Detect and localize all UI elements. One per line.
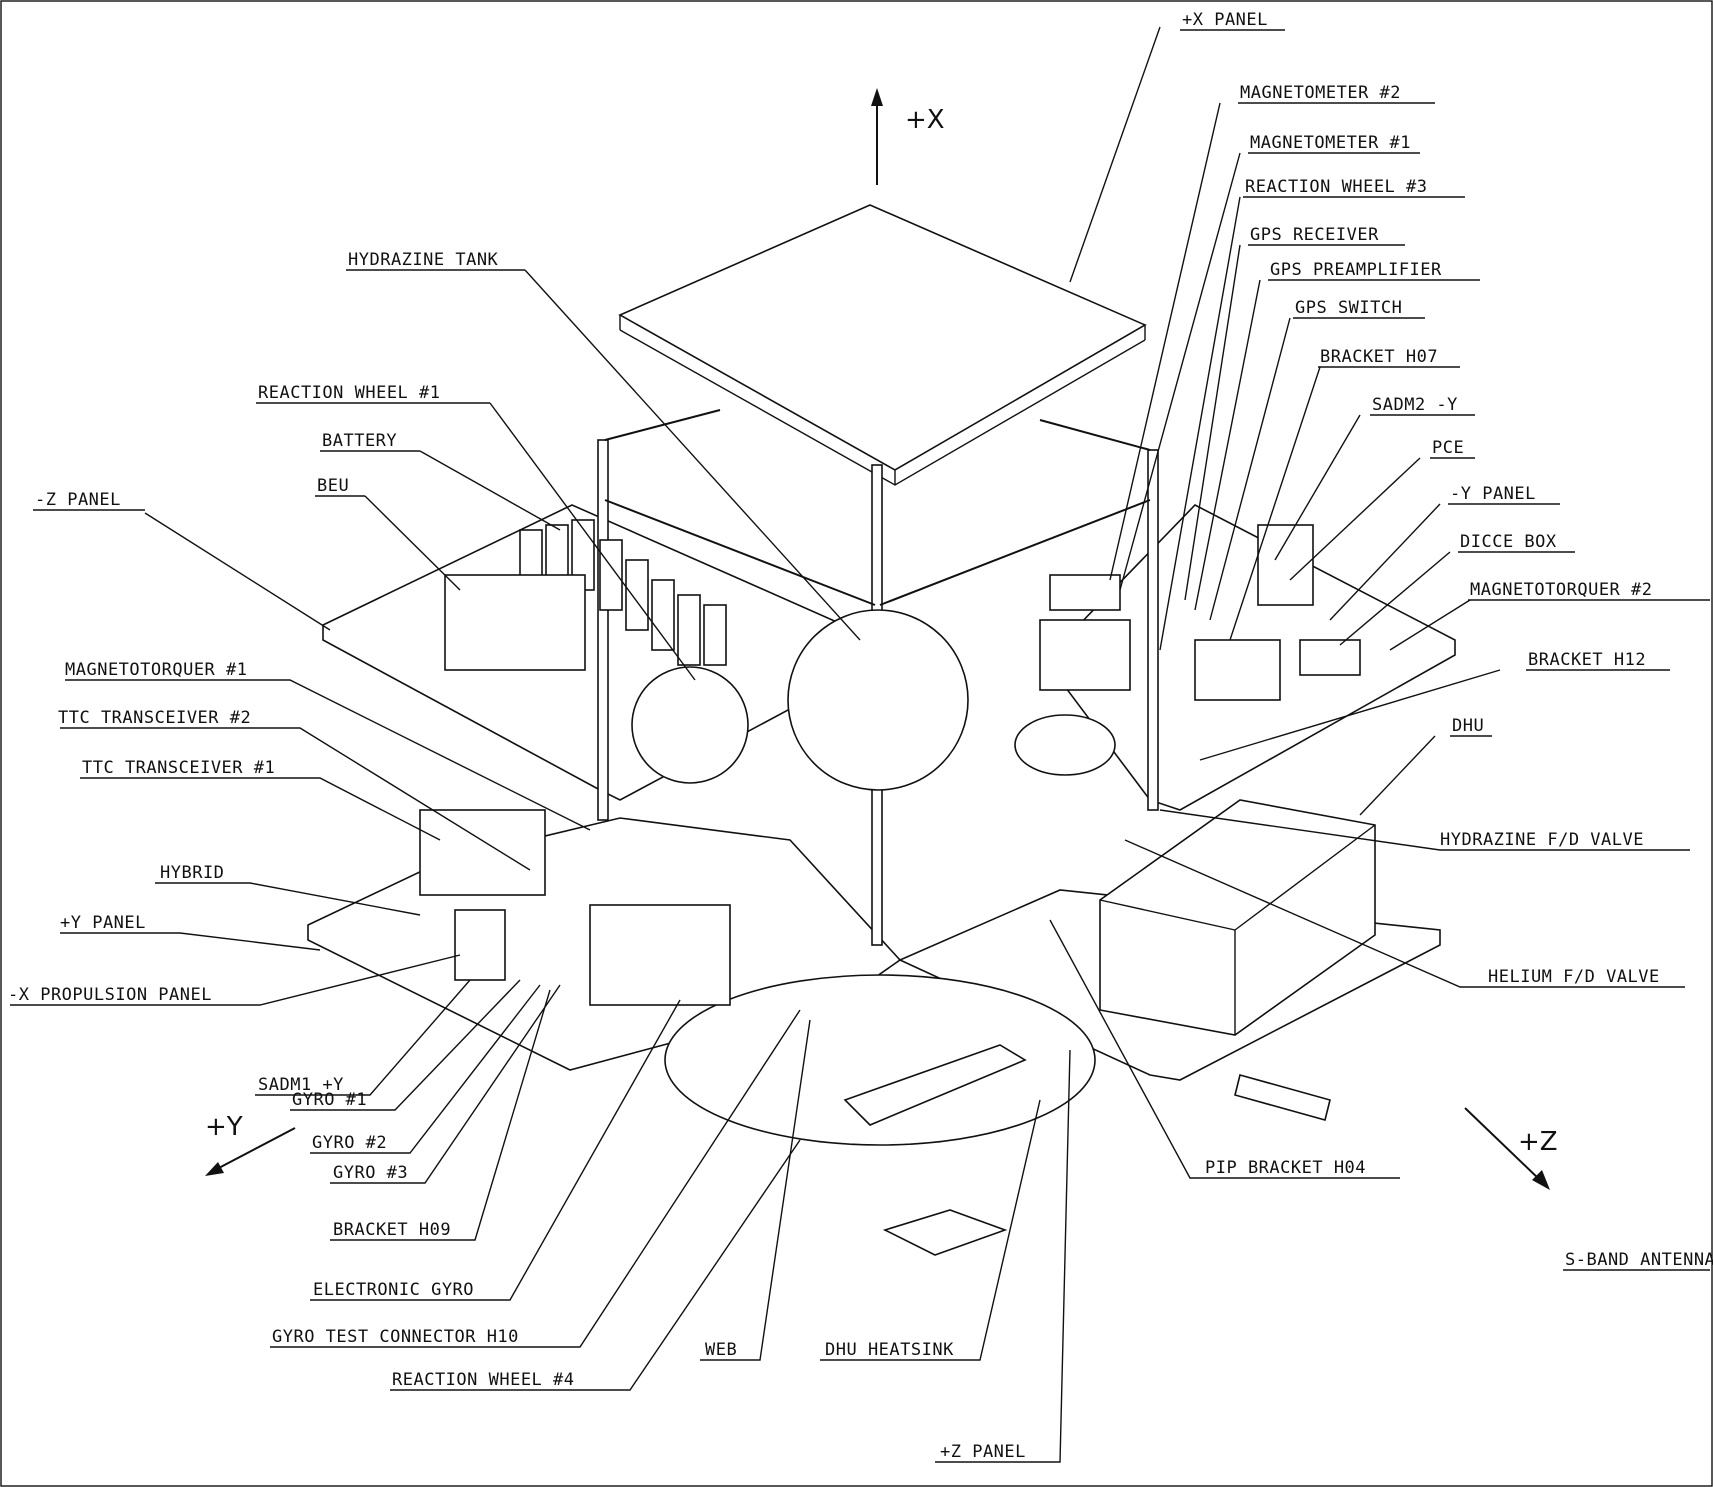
label-plus-y-panel: +Y PANEL <box>60 913 146 933</box>
label-reaction-wheel-4: REACTION WHEEL #4 <box>392 1370 575 1390</box>
reaction-wheel-3-box <box>1194 639 1281 701</box>
label-gyro-test-connector: GYRO TEST CONNECTOR H10 <box>272 1327 519 1347</box>
label-reaction-wheel-1: REACTION WHEEL #1 <box>258 383 441 403</box>
label-plus-x-panel: +X PANEL <box>1182 10 1268 30</box>
label-hydrazine-fd-valve: HYDRAZINE F/D VALVE <box>1440 830 1644 850</box>
axis-plus-x: +X <box>905 105 945 135</box>
label-pce: PCE <box>1432 438 1464 458</box>
label-electronic-gyro: ELECTRONIC GYRO <box>313 1280 474 1300</box>
label-sadm2: SADM2 -Y <box>1372 395 1458 415</box>
label-hybrid: HYBRID <box>160 863 224 883</box>
label-hydrazine-tank: HYDRAZINE TANK <box>348 250 499 270</box>
label-ttc-transceiver-2: TTC TRANSCEIVER #2 <box>58 708 251 728</box>
label-dicce-box: DICCE BOX <box>1460 532 1557 552</box>
beu-box <box>444 574 586 671</box>
label-plus-z-panel: +Z PANEL <box>940 1442 1026 1462</box>
battery-cells <box>519 519 727 666</box>
label-reaction-wheel-3: REACTION WHEEL #3 <box>1245 177 1428 197</box>
web-plate <box>664 974 1096 1146</box>
hydrazine-tank-shape <box>787 609 969 791</box>
plus-x-panel-shape <box>618 204 1147 471</box>
axis-arrows <box>205 88 1550 1190</box>
label-helium-fd-valve: HELIUM F/D VALVE <box>1488 967 1660 987</box>
label-underlines <box>33 29 1710 1271</box>
label-beu: BEU <box>317 476 349 496</box>
s-band-antenna-shape <box>882 1209 1008 1256</box>
label-gyro-2: GYRO #2 <box>312 1133 387 1153</box>
label-gps-switch: GPS SWITCH <box>1295 298 1402 318</box>
hydrazine-tank-small <box>631 666 749 784</box>
spacecraft-structure <box>307 204 1456 1256</box>
pip-bracket-shape <box>1234 1074 1331 1121</box>
leader-lines <box>10 26 1690 1463</box>
post-right <box>1147 449 1159 811</box>
label-gps-preamplifier: GPS PREAMPLIFIER <box>1270 260 1442 280</box>
label-gps-receiver: GPS RECEIVER <box>1250 225 1379 245</box>
label-sadm1: SADM1 +Y <box>258 1075 344 1095</box>
label-gyro-3: GYRO #3 <box>333 1163 408 1183</box>
label-minus-x-propulsion-panel: -X PROPULSION PANEL <box>8 985 212 1005</box>
axis-plus-y: +Y <box>205 1112 243 1142</box>
electronic-gyro-box <box>589 904 731 1006</box>
label-bracket-h12: BRACKET H12 <box>1528 650 1646 670</box>
label-minus-y-panel: -Y PANEL <box>1450 484 1536 504</box>
gps-box <box>1049 574 1121 611</box>
label-battery: BATTERY <box>322 431 397 451</box>
label-minus-z-panel: -Z PANEL <box>35 490 121 510</box>
label-magnetotorquer-2: MAGNETOTORQUER #2 <box>1470 580 1653 600</box>
label-pip-bracket-h04: PIP BRACKET H04 <box>1205 1158 1366 1178</box>
sadm1-cylinder <box>454 909 506 981</box>
label-magnetometer-2: MAGNETOMETER #2 <box>1240 83 1401 103</box>
dicce-box-shape <box>1299 639 1361 676</box>
post-left <box>597 439 609 821</box>
label-s-band-antenna: S-BAND ANTENNA <box>1565 1250 1713 1270</box>
pce-box <box>1039 619 1131 691</box>
label-gyro-1: GYRO #1 <box>292 1090 367 1110</box>
label-bracket-h07: BRACKET H07 <box>1320 347 1438 367</box>
label-bracket-h09: BRACKET H09 <box>333 1220 451 1240</box>
label-dhu: DHU <box>1452 716 1484 736</box>
label-magnetometer-1: MAGNETOMETER #1 <box>1250 133 1411 153</box>
reaction-wheel-1-shape <box>1014 714 1116 776</box>
sadm2-cylinder <box>1257 524 1314 606</box>
ttc-box <box>419 809 546 896</box>
label-magnetotorquer-1: MAGNETOTORQUER #1 <box>65 660 248 680</box>
label-ttc-transceiver-1: TTC TRANSCEIVER #1 <box>82 758 275 778</box>
axis-plus-z: +Z <box>1518 1127 1558 1157</box>
label-web: WEB <box>705 1340 737 1360</box>
dhu-heatsink-shape <box>843 1044 1027 1126</box>
label-dhu-heatsink: DHU HEATSINK <box>825 1340 954 1360</box>
labels: +X +Y +Z +X PANEL MAGNETOMETER #2 MAGNET… <box>8 10 1713 1462</box>
